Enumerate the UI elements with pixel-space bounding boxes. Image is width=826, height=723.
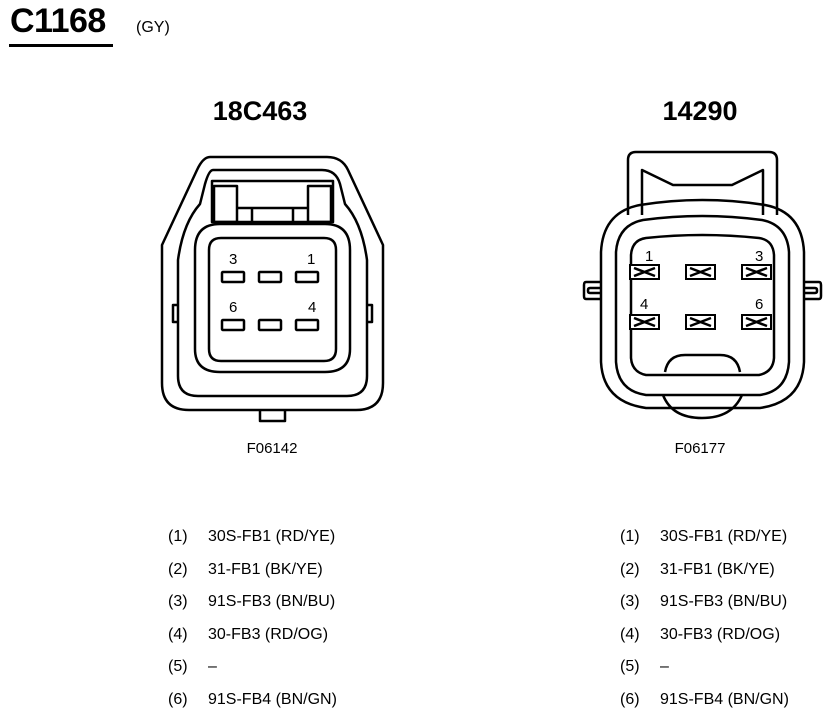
pin-row: (4)30-FB3 (RD/OG) bbox=[620, 626, 789, 659]
pin-number: (1) bbox=[620, 528, 660, 546]
pin-row: (6)91S-FB4 (BN/GN) bbox=[620, 691, 789, 723]
pin-number: (5) bbox=[620, 658, 660, 676]
pin-number: (6) bbox=[168, 691, 208, 709]
pin-circuit: 91S-FB4 (BN/GN) bbox=[660, 691, 789, 709]
pin-row: (1)30S-FB1 (RD/YE) bbox=[620, 528, 789, 561]
connector-14290-drawing bbox=[584, 152, 821, 418]
pin-row: (5)– bbox=[168, 658, 337, 691]
pin-row: (5)– bbox=[620, 658, 789, 691]
pin-circuit: 91S-FB3 (BN/BU) bbox=[660, 593, 787, 611]
pin-circuit: 91S-FB3 (BN/BU) bbox=[208, 593, 335, 611]
pin-circuit: 31-FB1 (BK/YE) bbox=[660, 561, 775, 579]
pin-number: (3) bbox=[168, 593, 208, 611]
cavity-label: 6 bbox=[229, 299, 237, 316]
cavity-label: 6 bbox=[755, 296, 763, 313]
pin-circuit: – bbox=[660, 658, 669, 676]
pin-number: (3) bbox=[620, 593, 660, 611]
pin-circuit: 30-FB3 (RD/OG) bbox=[660, 626, 780, 644]
cavity-label: 1 bbox=[307, 251, 315, 268]
pin-number: (4) bbox=[620, 626, 660, 644]
pin-number: (6) bbox=[620, 691, 660, 709]
pin-number: (2) bbox=[168, 561, 208, 579]
pin-row: (6)91S-FB4 (BN/GN) bbox=[168, 691, 337, 723]
pin-circuit: – bbox=[208, 658, 217, 676]
pin-row: (3)91S-FB3 (BN/BU) bbox=[620, 593, 789, 626]
pin-circuit: 91S-FB4 (BN/GN) bbox=[208, 691, 337, 709]
pin-number: (5) bbox=[168, 658, 208, 676]
pin-number: (1) bbox=[168, 528, 208, 546]
pin-row: (3)91S-FB3 (BN/BU) bbox=[168, 593, 337, 626]
connector-14290-cavities bbox=[630, 265, 771, 329]
pin-circuit: 30S-FB1 (RD/YE) bbox=[208, 528, 335, 546]
pin-number: (2) bbox=[620, 561, 660, 579]
cavity-label: 1 bbox=[645, 248, 653, 265]
pin-circuit: 30S-FB1 (RD/YE) bbox=[660, 528, 787, 546]
figure-code-left: F06142 bbox=[212, 440, 332, 457]
cavity-label: 3 bbox=[755, 248, 763, 265]
figure-code-right: F06177 bbox=[640, 440, 760, 457]
pin-row: (4)30-FB3 (RD/OG) bbox=[168, 626, 337, 659]
pin-number: (4) bbox=[168, 626, 208, 644]
cavity-label: 3 bbox=[229, 251, 237, 268]
pin-list-right: (1)30S-FB1 (RD/YE) (2)31-FB1 (BK/YE) (3)… bbox=[620, 528, 789, 723]
pin-row: (1)30S-FB1 (RD/YE) bbox=[168, 528, 337, 561]
pin-list-left: (1)30S-FB1 (RD/YE) (2)31-FB1 (BK/YE) (3)… bbox=[168, 528, 337, 723]
cavity-label: 4 bbox=[640, 296, 648, 313]
pin-row: (2)31-FB1 (BK/YE) bbox=[620, 561, 789, 594]
pin-circuit: 31-FB1 (BK/YE) bbox=[208, 561, 323, 579]
pin-circuit: 30-FB3 (RD/OG) bbox=[208, 626, 328, 644]
connector-18c463-drawing bbox=[162, 157, 383, 421]
cavity-label: 4 bbox=[308, 299, 316, 316]
pin-row: (2)31-FB1 (BK/YE) bbox=[168, 561, 337, 594]
